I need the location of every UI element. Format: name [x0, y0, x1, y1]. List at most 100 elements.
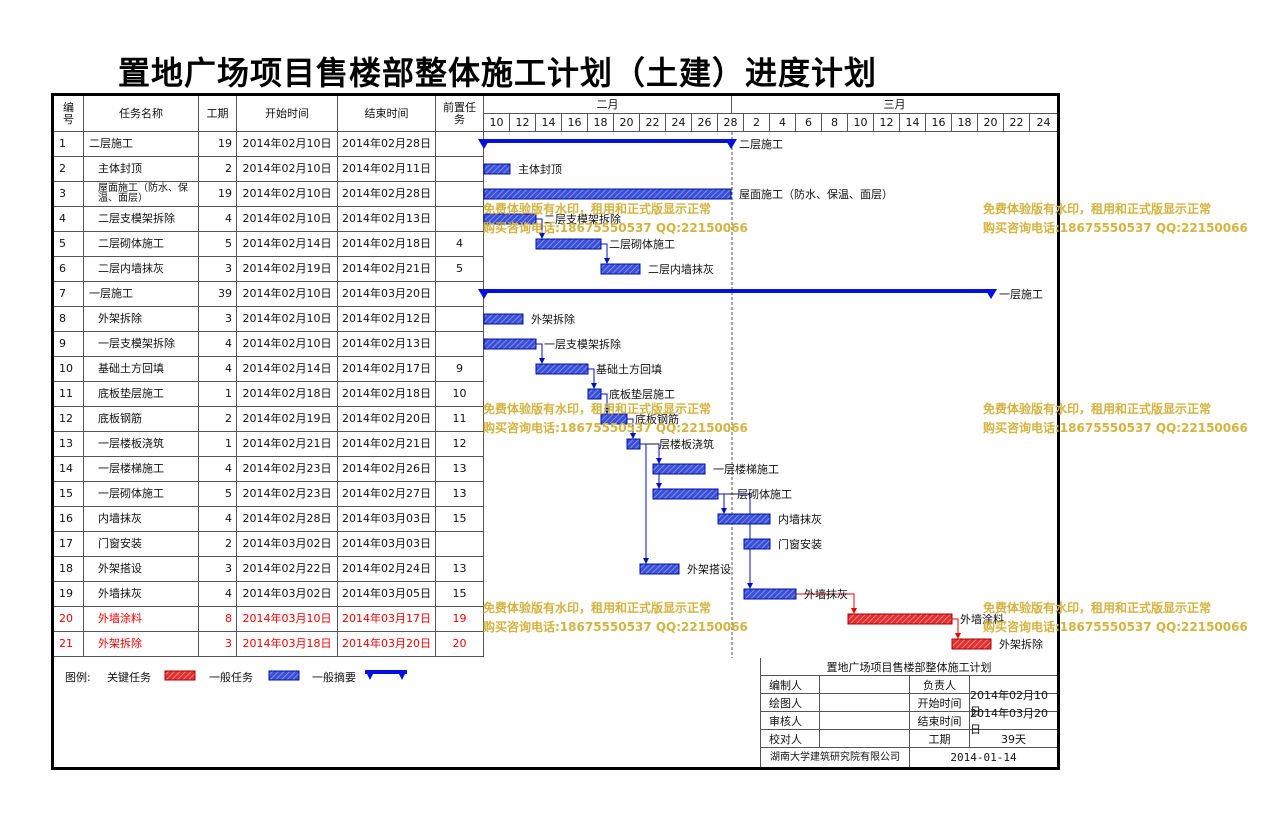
task-duration: 4 [199, 507, 237, 532]
dependency-arrow [643, 558, 649, 564]
drawer-value [820, 694, 910, 712]
task-name: 外架搭设 [84, 557, 199, 582]
task-no: 15 [54, 482, 84, 507]
bar-label: 外墙抹灰 [804, 587, 848, 601]
editor-label: 编制人 [760, 676, 820, 694]
task-duration: 4 [199, 582, 237, 607]
task-no: 14 [54, 457, 84, 482]
task-start: 2014年02月10日 [237, 307, 338, 332]
task-start: 2014年02月10日 [237, 157, 338, 182]
task-duration: 4 [199, 207, 237, 232]
time-tick: 20 [978, 114, 1004, 132]
time-tick: 6 [796, 114, 822, 132]
page-title: 置地广场项目售楼部整体施工计划（土建）进度计划 [118, 54, 878, 92]
task-no: 21 [54, 632, 84, 657]
bar-label: 外架拆除 [531, 312, 575, 326]
task-start: 2014年02月10日 [237, 282, 338, 307]
watermark-line1: 免费体验版有水印，租用和正式版显示正常 [983, 402, 1212, 416]
task-end: 2014年02月27日 [338, 482, 436, 507]
task-bar [483, 213, 537, 225]
task-bar [483, 188, 732, 200]
task-start: 2014年03月18日 [237, 632, 338, 657]
task-name: 屋面施工（防水、保温、面层） [84, 182, 199, 207]
task-duration: 4 [199, 457, 237, 482]
task-bar [483, 313, 524, 325]
watermark: 免费体验版有水印，租用和正式版显示正常购买咨询电话:18675550537 QQ… [483, 200, 748, 238]
task-duration: 3 [199, 257, 237, 282]
critical-task-bar [951, 638, 992, 650]
task-bar [587, 388, 602, 400]
task-start: 2014年03月02日 [237, 532, 338, 557]
task-end: 2014年03月20日 [338, 282, 436, 307]
task-duration: 39 [199, 282, 237, 307]
task-end: 2014年02月13日 [338, 332, 436, 357]
bar-label: 二层内墙抹灰 [648, 262, 714, 276]
task-start: 2014年02月10日 [237, 207, 338, 232]
task-bar [652, 463, 706, 475]
bar-label: 二层砌体施工 [609, 237, 675, 251]
dependency-arrow [851, 608, 857, 614]
critical-task-bar [847, 613, 953, 625]
task-bar [483, 163, 511, 175]
task-end: 2014年02月12日 [338, 307, 436, 332]
task-predecessor: 5 [436, 257, 484, 282]
task-end: 2014年02月21日 [338, 257, 436, 282]
task-predecessor: 11 [436, 407, 484, 432]
reviewer-value [820, 712, 910, 730]
watermark: 免费体验版有水印，租用和正式版显示正常购买咨询电话:18675550537 QQ… [983, 599, 1248, 637]
task-start: 2014年02月18日 [237, 382, 338, 407]
task-name: 外墙涂料 [84, 607, 199, 632]
task-no: 6 [54, 257, 84, 282]
task-end: 2014年02月28日 [338, 132, 436, 157]
task-bars [478, 139, 997, 650]
task-predecessor: 9 [436, 357, 484, 382]
watermark-line1: 免费体验版有水印，租用和正式版显示正常 [983, 202, 1212, 216]
task-start: 2014年02月23日 [237, 457, 338, 482]
bar-label: 底板垫层施工 [609, 387, 675, 401]
checker-value [820, 730, 910, 748]
dependency-arrow [604, 408, 610, 414]
task-start: 2014年03月02日 [237, 582, 338, 607]
dependency-link [536, 218, 543, 238]
task-name: 一层施工 [84, 282, 199, 307]
task-start: 2014年02月10日 [237, 332, 338, 357]
task-start: 2014年02月21日 [237, 432, 338, 457]
task-name: 二层施工 [84, 132, 199, 157]
bar-label: 基础土方回填 [596, 362, 662, 376]
summary-bar [478, 139, 737, 149]
task-start: 2014年02月28日 [237, 507, 338, 532]
task-name: 基础土方回填 [84, 357, 199, 382]
bar-labels: 二层施工主体封顶屋面施工（防水、保温、面层）二层支模架拆除二层砌体施工二层内墙抹… [518, 138, 1043, 651]
bar-label: 一层砌体施工 [726, 487, 792, 501]
header-no: 编号 [54, 96, 84, 132]
task-no: 10 [54, 357, 84, 382]
time-tick: 4 [770, 114, 796, 132]
task-duration: 1 [199, 382, 237, 407]
task-no: 5 [54, 232, 84, 257]
bar-label: 门窗安装 [778, 537, 822, 551]
dependency-link [640, 443, 647, 563]
header-start: 开始时间 [237, 96, 338, 132]
task-bar [535, 363, 589, 375]
task-end: 2014年02月21日 [338, 432, 436, 457]
legend-critical-swatch [164, 670, 196, 681]
task-no: 7 [54, 282, 84, 307]
watermark-line2: 购买咨询电话:18675550537 QQ:22150066 [983, 620, 1248, 634]
task-bar [600, 263, 641, 275]
time-tick: 26 [692, 114, 718, 132]
legend-summary-swatch [365, 670, 407, 680]
task-no: 12 [54, 407, 84, 432]
watermark-line2: 购买咨询电话:18675550537 QQ:22150066 [983, 221, 1248, 235]
watermark: 免费体验版有水印，租用和正式版显示正常购买咨询电话:18675550537 QQ… [483, 599, 748, 637]
dependency-link [952, 618, 959, 638]
time-tick: 12 [510, 114, 536, 132]
task-bar [717, 513, 771, 525]
dependency-arrow [630, 433, 636, 439]
task-bar [626, 438, 641, 450]
task-no: 4 [54, 207, 84, 232]
manager-label: 负责人 [910, 676, 970, 694]
dependency-arrow [955, 633, 961, 639]
task-end: 2014年02月24日 [338, 557, 436, 582]
month-mar: 三月 [732, 96, 1057, 114]
